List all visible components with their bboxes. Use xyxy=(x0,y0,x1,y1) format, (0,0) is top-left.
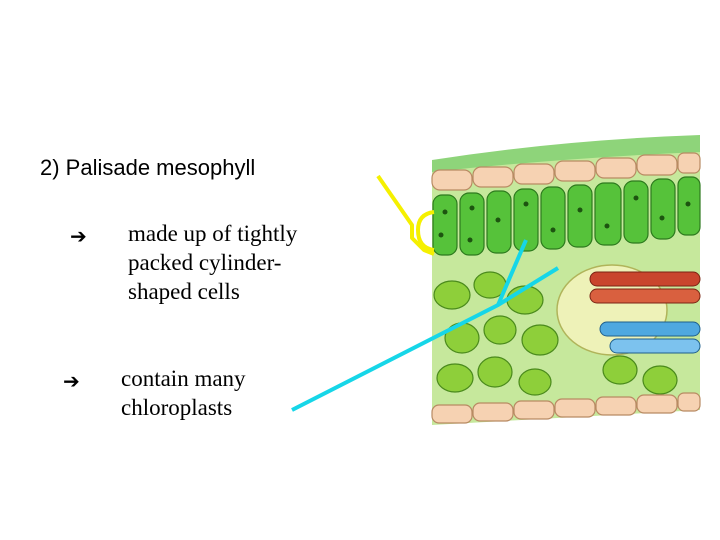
bullet-line: packed cylinder- xyxy=(128,250,282,275)
bullet-cell-shape: ➔ made up of tightly packed cylinder- sh… xyxy=(70,219,297,306)
arrow-right-icon: ➔ xyxy=(63,369,80,393)
bullet-chloroplasts: ➔ contain many chloroplasts xyxy=(63,364,246,422)
bullet-line: made up of tightly xyxy=(128,221,298,246)
lower-epidermis xyxy=(431,392,701,424)
upper-epidermis xyxy=(431,152,701,191)
arrow-right-icon: ➔ xyxy=(70,224,87,248)
spongy-layer xyxy=(433,271,678,396)
bullet-line: chloroplasts xyxy=(121,395,233,420)
vascular-bundle xyxy=(589,271,701,354)
bullet-line: contain many xyxy=(121,366,246,391)
palisade-bracket xyxy=(376,174,435,256)
chloroplasts xyxy=(438,195,691,243)
cuticle xyxy=(432,135,700,172)
chloroplast-pointer-branch xyxy=(496,239,528,306)
palisade-bracket-curve xyxy=(415,210,435,252)
slide-heading: 2) Palisade mesophyll xyxy=(40,155,256,180)
palisade-layer xyxy=(432,176,701,256)
bullet-line: shaped cells xyxy=(128,279,240,304)
